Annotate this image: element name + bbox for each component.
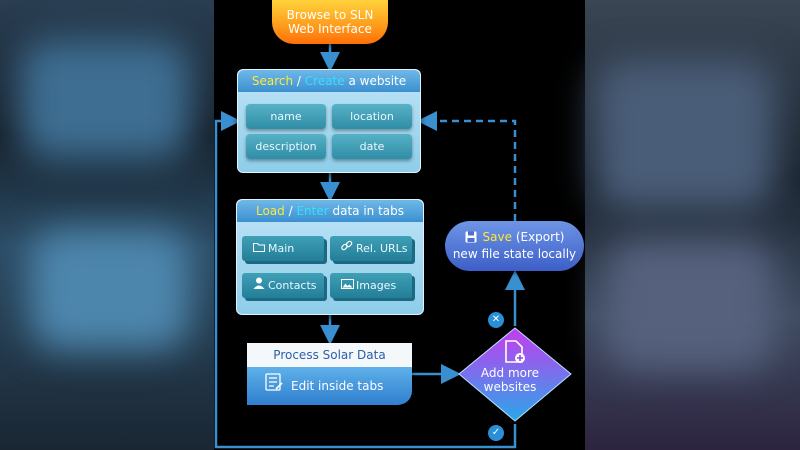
process-title: Process Solar Data bbox=[247, 343, 412, 367]
blurred-background-left bbox=[0, 0, 214, 450]
blur-blob bbox=[20, 40, 190, 160]
search-create-header: Search / Create a website bbox=[238, 70, 420, 92]
decision-line-2: websites bbox=[483, 380, 537, 394]
loop-arrow-yes-to-search bbox=[214, 111, 517, 449]
dashed-arrow-save-to-search bbox=[417, 111, 517, 221]
search-create-panel: Search / Create a website name location … bbox=[237, 69, 421, 173]
title-rest: a website bbox=[344, 74, 407, 88]
process-solar-data-box: Process Solar Data Edit inside tabs bbox=[247, 343, 412, 405]
enter-label: Enter bbox=[296, 204, 329, 218]
title-rest: data in tabs bbox=[328, 204, 405, 218]
start-line-1: Browse to SLN bbox=[286, 8, 374, 22]
field-location[interactable]: location bbox=[332, 104, 412, 129]
field-description[interactable]: description bbox=[246, 134, 326, 159]
load-enter-panel: Load / Enter data in tabs Main Rel. URLs… bbox=[236, 199, 424, 315]
tab-label: Rel. URLs bbox=[356, 242, 408, 255]
blur-blob bbox=[605, 240, 775, 370]
tab-label: Contacts bbox=[268, 279, 317, 292]
tab-images[interactable]: Images bbox=[330, 273, 412, 298]
add-file-icon bbox=[505, 340, 525, 363]
search-label: Search bbox=[251, 74, 294, 88]
blurred-background-right bbox=[585, 0, 800, 450]
blur-blob bbox=[595, 60, 775, 210]
tab-label: Images bbox=[356, 279, 397, 292]
decision-line-1: Add more bbox=[480, 366, 540, 380]
create-label: Create bbox=[304, 74, 345, 88]
title-separator: / bbox=[293, 74, 305, 88]
connector-layer bbox=[214, 44, 572, 449]
start-line-2: Web Interface bbox=[288, 22, 372, 36]
save-export-node[interactable]: Save (Export) new file state locally bbox=[445, 221, 584, 271]
yes-check-icon: ✓ bbox=[488, 425, 504, 441]
title-separator: / bbox=[284, 204, 297, 218]
blur-blob bbox=[30, 230, 190, 350]
decision-diamond bbox=[458, 327, 572, 422]
save-line-2: new file state locally bbox=[452, 247, 577, 261]
image-icon bbox=[338, 273, 356, 298]
load-enter-header: Load / Enter data in tabs bbox=[237, 200, 423, 222]
edit-inside-tabs-label: Edit inside tabs bbox=[291, 379, 384, 393]
person-icon bbox=[250, 273, 268, 298]
edit-list-icon bbox=[265, 368, 283, 406]
no-x-icon: ✕ bbox=[488, 312, 504, 328]
tab-rel-urls[interactable]: Rel. URLs bbox=[330, 236, 412, 261]
folder-icon bbox=[250, 236, 268, 261]
field-date[interactable]: date bbox=[332, 134, 412, 159]
field-name[interactable]: name bbox=[246, 104, 326, 129]
floppy-disk-icon bbox=[465, 231, 477, 247]
load-label: Load bbox=[255, 204, 285, 218]
export-label: (Export) bbox=[512, 230, 565, 244]
link-icon bbox=[338, 236, 356, 261]
edit-inside-tabs-row[interactable]: Edit inside tabs bbox=[247, 367, 412, 405]
tab-main[interactable]: Main bbox=[242, 236, 324, 261]
tab-label: Main bbox=[268, 242, 295, 255]
tab-contacts[interactable]: Contacts bbox=[242, 273, 324, 298]
save-label: Save bbox=[482, 230, 512, 244]
